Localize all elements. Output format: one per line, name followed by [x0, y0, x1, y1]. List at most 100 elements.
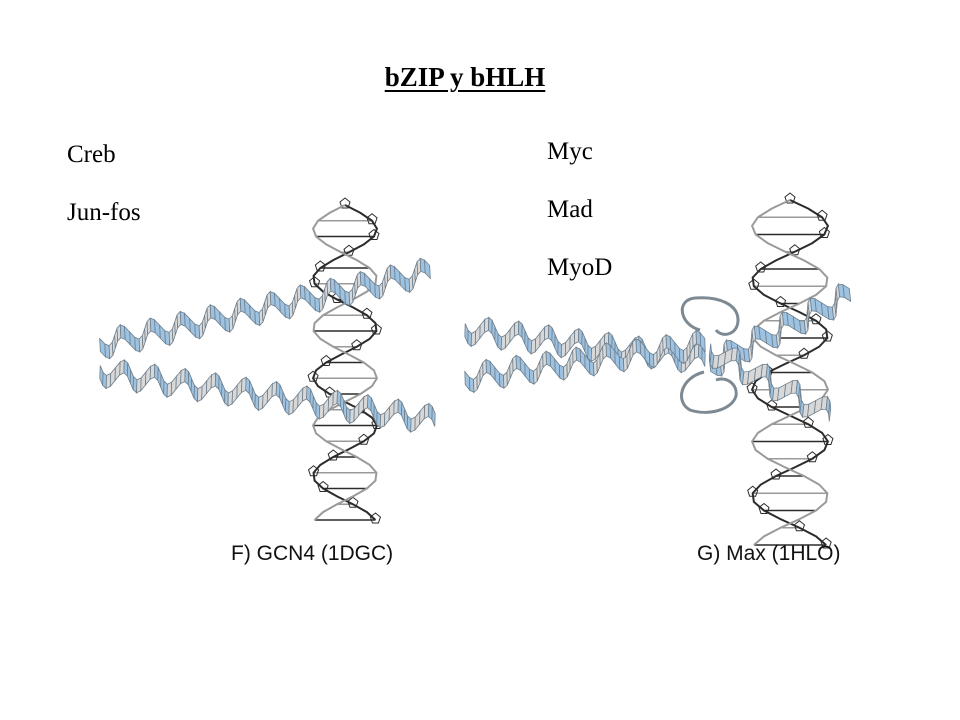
gcn4-helix-lower-segment [145, 365, 152, 387]
gcn4-helix-upper-segment [214, 305, 221, 326]
gcn4-helix-lower-segment [175, 369, 182, 391]
gcn4-dna-sugar-ring [361, 307, 373, 319]
max-helix-b-left-segment [579, 348, 586, 370]
gcn4-helix-lower-segment [266, 382, 273, 404]
gcn4-helix-upper-segment [249, 304, 256, 325]
max-dna-sugar-ring [755, 261, 767, 273]
gcn4-dna-backbone-strand-1 [311, 204, 379, 521]
gcn4-helix-lower-segment [201, 379, 208, 401]
max-helix-a-left-segment [569, 329, 576, 351]
bhlh-protein-list: Myc Mad MyoD [547, 137, 612, 311]
gcn4-helix-lower-segment [414, 410, 421, 432]
max-helix-b-left-segment [554, 357, 561, 380]
max-helix-b-left-segment [464, 370, 471, 392]
max-dna-sugar-ring [810, 313, 822, 325]
max-dna-sugar-ring [774, 295, 787, 307]
gcn4-helix-lower-segment [170, 375, 177, 397]
max-dna-sugar-ring [766, 399, 778, 411]
max-dna-sugar-ring [746, 382, 758, 394]
gcn4-helix-upper-segment [424, 259, 431, 280]
max-bhlh-helices [464, 282, 852, 422]
gcn4-helix-upper-segment [219, 310, 226, 332]
gcn4-helix-upper-segment [244, 298, 251, 320]
protein-name-myc: Myc [547, 138, 593, 165]
gcn4-helix-lower-segment [353, 401, 360, 423]
gcn4-helix-upper-segment [189, 317, 196, 338]
gcn4-figure-caption: F) GCN4 (1DGC) [231, 542, 394, 565]
max-dna-sugar-ring [793, 520, 806, 532]
gcn4-helix-lower-segment [431, 406, 436, 427]
gcn4-helix-lower-segment [109, 366, 116, 388]
max-dna-sugar-ring [758, 502, 770, 514]
gcn4-helix-lower-segment [292, 392, 299, 414]
max-dna-sugar-ring [802, 416, 814, 428]
gcn4-helix-upper-segment [159, 324, 166, 345]
gcn4-helix-lower-segment [205, 373, 212, 395]
gcn4-dna-sugar-ring [307, 370, 319, 382]
gcn4-helix-upper-segment [309, 291, 316, 312]
max-helix-a-left-segment [534, 331, 541, 353]
gcn4-helix-upper-segment [154, 318, 161, 340]
max-helix-a-left-segment [564, 335, 571, 357]
gcn4-helix-upper-segment [334, 279, 341, 300]
max-hlh-loop-upper [680, 296, 740, 336]
max-dna-sugar-ring [816, 209, 828, 221]
gcn4-dna-backbone-strand-2 [311, 204, 379, 521]
max-dna-sugar-ring [820, 537, 832, 549]
gcn4-helix-upper-segment [99, 337, 106, 358]
gcn4-dna-sugar-ring [317, 480, 329, 492]
max-helix-a-left-segment [504, 327, 511, 350]
max-figure-caption: G) Max (1HLO) [697, 542, 841, 565]
max-helix-b-left-segment [549, 352, 556, 374]
gcn4-helix-upper-segment [124, 325, 131, 346]
gcn4-helix-lower-segment [140, 370, 147, 392]
gcn4-helix-upper-segment [274, 292, 281, 313]
gcn4-helix-lower-segment [383, 405, 390, 427]
gcn4-helix-upper-segment [184, 312, 191, 333]
max-dna-complex-illustration [464, 192, 852, 549]
max-dna-sugar-ring [822, 433, 834, 445]
gcn4-dna-sugar-ring [369, 512, 382, 524]
gcn4-helix-lower-segment [236, 378, 243, 400]
max-helix-b-left-segment [524, 362, 531, 384]
gcn4-helix-lower-segment [114, 360, 121, 382]
gcn4-helix-lower-segment [231, 383, 238, 406]
gcn4-dna-double-helix [307, 197, 383, 524]
gcn4-helix-upper-segment [304, 285, 311, 307]
max-helix-b-left-segment [489, 360, 496, 382]
max-hlh-loop-lower [680, 370, 738, 414]
max-helix-a-left-segment [509, 322, 516, 344]
gcn4-helix-lower-segment [262, 388, 269, 410]
gcn4-helix-lower-segment [388, 400, 395, 422]
max-helix-b-left-segment [494, 366, 501, 388]
max-helix-a-left-segment [701, 346, 706, 367]
gcn4-dna-complex-illustration [99, 197, 436, 524]
bzip-protein-list: Creb Jun-fos [67, 140, 141, 256]
protein-name-mad: Mad [547, 196, 593, 223]
gcn4-helix-upper-segment [399, 271, 406, 292]
max-helix-a-left-segment [474, 324, 481, 346]
gcn4-bzip-coiled-coil [99, 257, 436, 434]
protein-name-myod: MyoD [547, 254, 613, 281]
gcn4-dna-sugar-ring [307, 465, 320, 477]
max-dna-sugar-ring [747, 485, 759, 497]
gcn4-helix-upper-segment [364, 272, 371, 293]
gcn4-helix-lower-segment [297, 386, 304, 409]
max-helix-a-left-segment [479, 318, 486, 340]
max-dna-backbone-strand-2 [750, 199, 830, 546]
max-helix-a-right-segment [842, 283, 852, 303]
max-helix-b-left-segment [699, 331, 706, 353]
max-helix-b-left-segment [519, 356, 526, 378]
protein-name-creb: Creb [67, 141, 116, 168]
gcn4-helix-lower-segment [323, 397, 330, 419]
max-helix-b-right-segment [828, 401, 832, 422]
gcn4-helix-lower-segment [419, 404, 426, 426]
protein-name-jun-fos: Jun-fos [67, 199, 141, 226]
gcn4-helix-upper-segment [369, 277, 376, 299]
gcn4-dna-sugar-ring [347, 496, 359, 508]
gcn4-helix-upper-segment [129, 330, 136, 352]
gcn4-helix-upper-segment [394, 265, 401, 287]
max-helix-a-left-segment [539, 325, 546, 348]
slide-title: bZIP y bHLH [384, 62, 546, 92]
